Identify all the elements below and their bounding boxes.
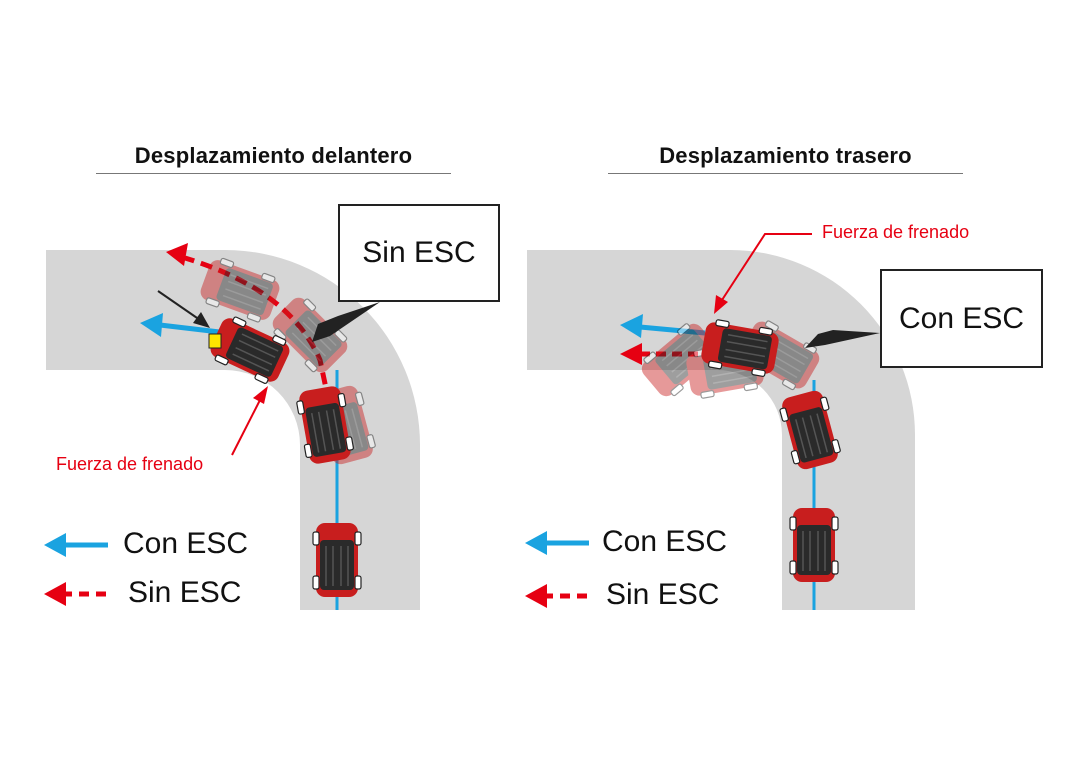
left-legend-dashed-arrow-icon (44, 582, 66, 606)
left-legend-arrow-icon (44, 533, 66, 557)
right-panel-title: Desplazamiento trasero (659, 143, 912, 168)
right-callout-box: Con ESC (880, 269, 1043, 368)
left-force-label: Fuerza de frenado (56, 454, 204, 474)
right-without-esc-arrowhead (620, 343, 642, 365)
right-legend-dashed-arrow-icon (525, 584, 547, 608)
left-title-rule (96, 173, 451, 174)
right-with-esc-arrowhead (620, 314, 643, 338)
left-legend-with-esc: Con ESC (123, 527, 249, 560)
left-panel-scene (44, 243, 420, 610)
left-callout-pointer (312, 302, 380, 342)
left-with-esc-arrowhead (140, 313, 163, 337)
car-icon (312, 522, 362, 598)
right-callout-label: Con ESC (898, 301, 1025, 335)
right-callout-pointer (805, 330, 880, 348)
right-legend-arrow-icon (525, 531, 547, 555)
right-title-rule (608, 173, 963, 174)
left-force-arrowhead (253, 386, 268, 404)
left-brake-highlight (208, 333, 222, 349)
right-panel-scene (525, 233, 915, 610)
left-wheel-pointer-arrowhead (193, 312, 210, 328)
left-without-esc-arrowhead (166, 243, 188, 266)
car-icon (789, 507, 839, 583)
right-legend-without-esc: Sin ESC (606, 578, 720, 611)
left-callout-box: Sin ESC (338, 204, 500, 302)
right-force-label: Fuerza de frenado (822, 222, 970, 242)
right-legend-with-esc: Con ESC (602, 525, 728, 558)
right-force-arrowhead (714, 295, 728, 314)
left-callout-label: Sin ESC (362, 236, 476, 269)
left-panel-title: Desplazamiento delantero (134, 143, 413, 168)
left-legend-without-esc: Sin ESC (128, 576, 242, 609)
